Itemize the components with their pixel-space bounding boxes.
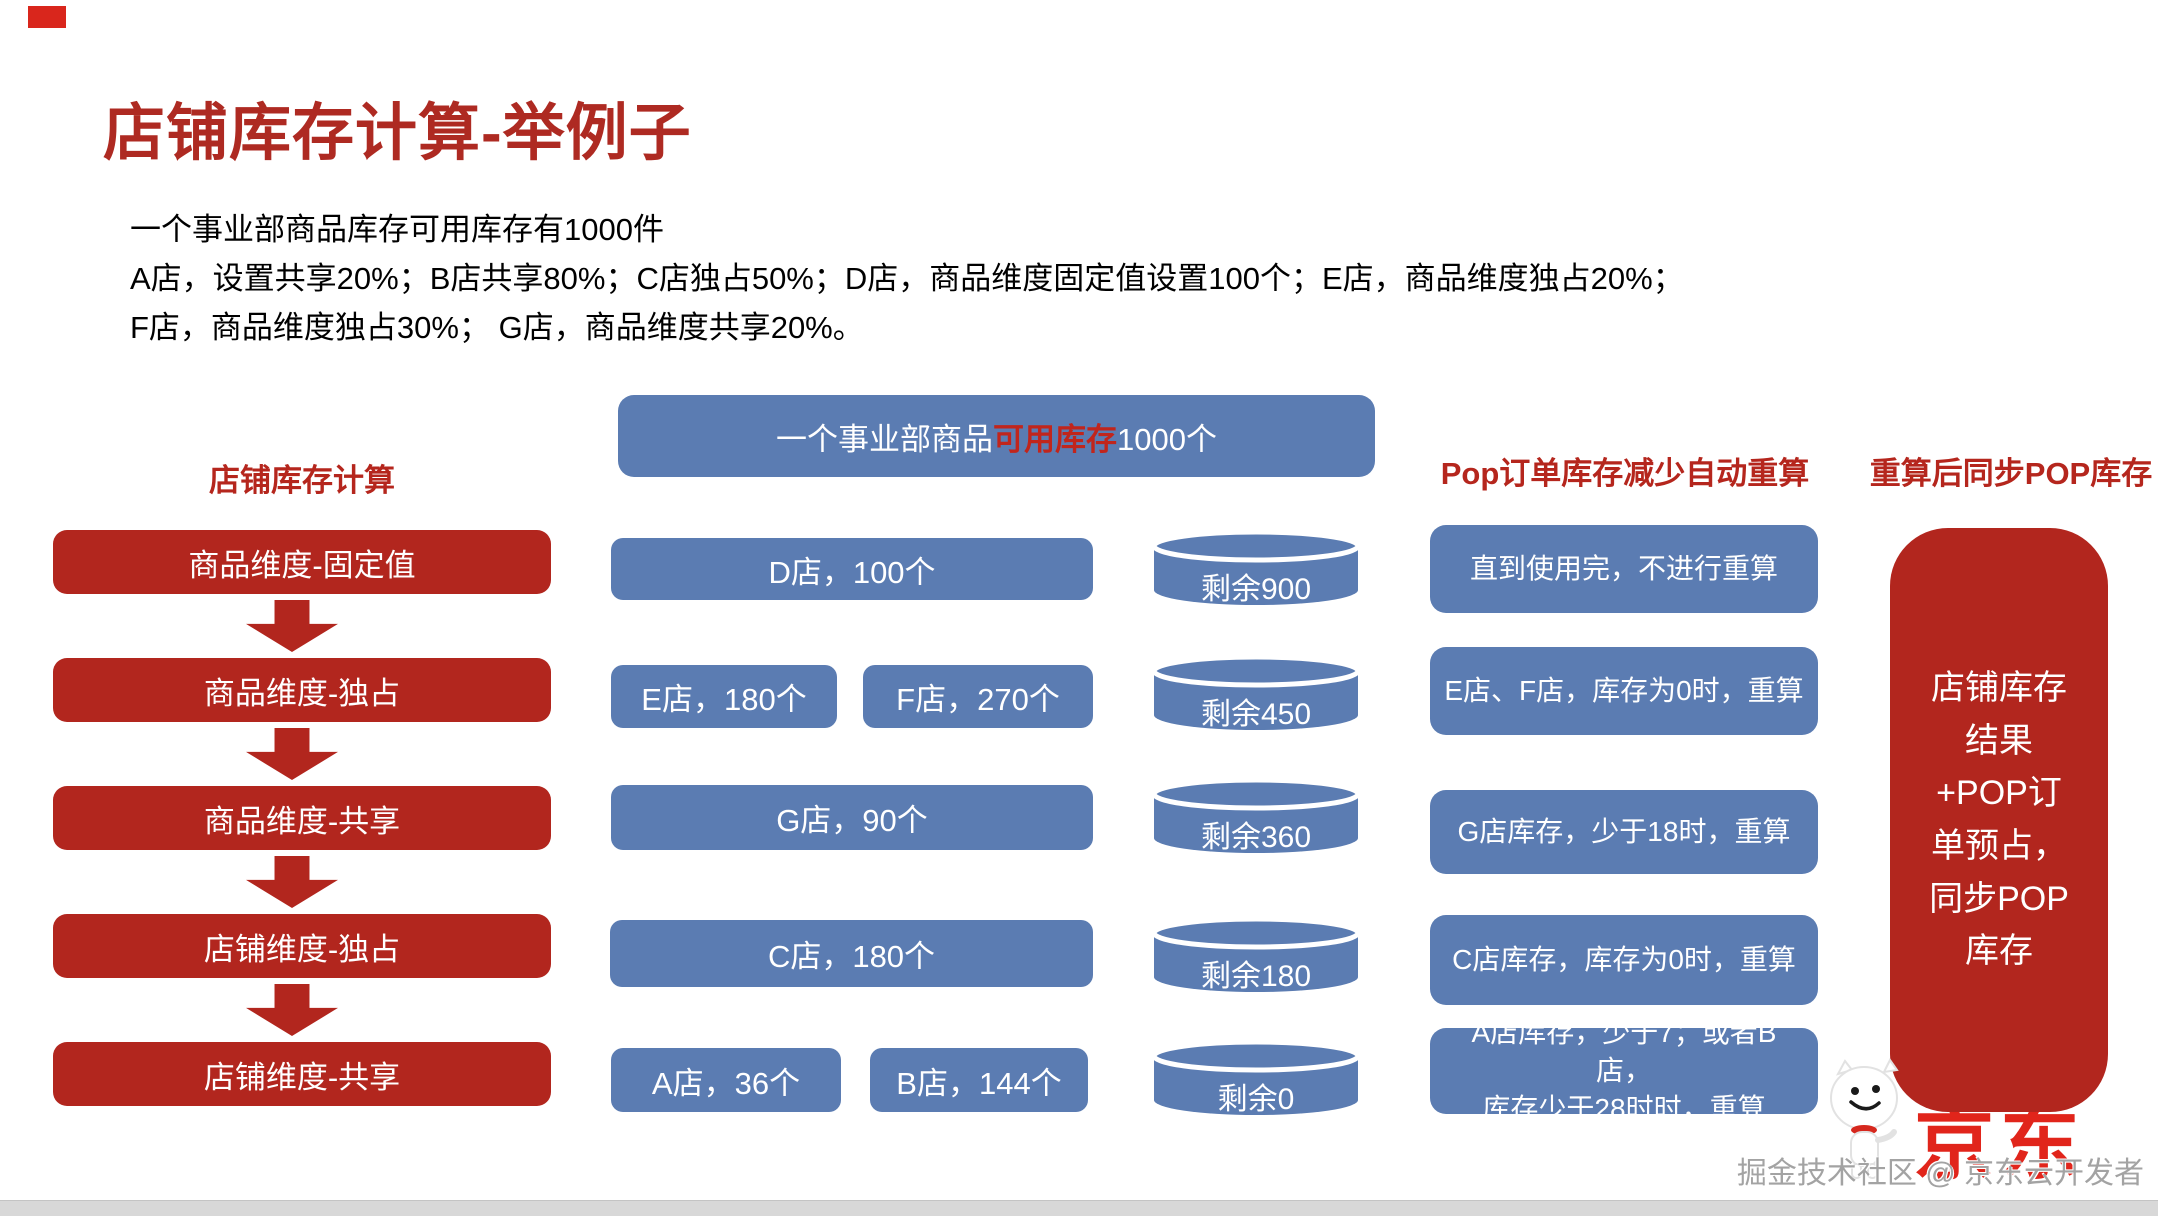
rule-box-ef: E店、F店，库存为0时，重算 <box>1430 647 1818 735</box>
column-header-sync: 重算后同步POP库存 <box>1869 456 2153 491</box>
remaining-cylinder: 剩余360 <box>1150 776 1362 856</box>
database-cylinder-icon <box>1151 916 1361 992</box>
total-stock-suffix: 1000个 <box>1117 421 1217 457</box>
store-box-a: A店，36个 <box>611 1048 841 1112</box>
arrow-down-icon <box>246 600 338 652</box>
database-cylinder-icon <box>1151 529 1361 605</box>
stage-box-fixed-value: 商品维度-固定值 <box>53 530 551 594</box>
remaining-label: 剩余900 <box>1200 573 1312 606</box>
total-stock-prefix: 一个事业部商品 <box>776 421 994 457</box>
total-stock-highlight: 可用库存 <box>993 421 1118 457</box>
remaining-label: 剩余450 <box>1200 698 1312 731</box>
stage-box-product-shared: 商品维度-共享 <box>53 786 551 850</box>
rule-box-d: 直到使用完，不进行重算 <box>1430 525 1818 613</box>
database-cylinder-icon <box>1151 777 1361 853</box>
remaining-label: 剩余180 <box>1200 960 1312 993</box>
remaining-cylinder: 剩余450 <box>1150 653 1362 733</box>
bottom-scrollbar[interactable] <box>0 1200 2158 1216</box>
store-box-f: F店，270个 <box>863 665 1093 728</box>
page-title: 店铺库存计算-举例子 <box>103 99 692 168</box>
rule-box-ab: A店库存，少于7；或者B店， 库存少于28时时，重算 <box>1430 1017 1818 1124</box>
store-box-g: G店，90个 <box>611 785 1093 850</box>
rule-box-g: G店库存，少于18时，重算 <box>1430 790 1818 874</box>
store-box-e: E店，180个 <box>611 665 837 728</box>
stage-box-product-exclusive: 商品维度-独占 <box>53 658 551 722</box>
column-header-pop: Pop订单库存减少自动重算 <box>1440 456 1810 491</box>
remaining-cylinder: 剩余0 <box>1150 1038 1362 1118</box>
database-cylinder-icon <box>1151 1039 1361 1115</box>
arrow-down-icon <box>246 984 338 1036</box>
result-box: 店铺库存 结果 +POP订 单预占， 同步POP 库存 <box>1890 528 2108 1112</box>
remaining-cylinder: 剩余900 <box>1150 528 1362 608</box>
rule-box-c: C店库存，库存为0时，重算 <box>1430 915 1818 1005</box>
jd-logo-text: 京东 <box>1914 1100 2086 1189</box>
column-header-calc: 店铺库存计算 <box>209 463 395 498</box>
corner-red-mark <box>28 6 66 28</box>
intro-paragraph: 一个事业部商品库存可用库存有1000件 A店，设置共享20%；B店共享80%；C… <box>130 212 1684 345</box>
store-box-b: B店，144个 <box>870 1048 1088 1112</box>
arrow-down-icon <box>246 728 338 780</box>
remaining-cylinder: 剩余180 <box>1150 915 1362 995</box>
stage-box-store-exclusive: 店铺维度-独占 <box>53 914 551 978</box>
jd-mascot-icon <box>1812 1052 1916 1187</box>
store-box-c: C店，180个 <box>610 920 1093 987</box>
watermark: 掘金技术社区 @ 京东云开发者 <box>1736 1157 2144 1190</box>
remaining-label: 剩余0 <box>1217 1083 1295 1116</box>
stage-box-store-shared: 店铺维度-共享 <box>53 1042 551 1106</box>
remaining-label: 剩余360 <box>1200 821 1312 854</box>
store-box-d: D店，100个 <box>611 538 1093 600</box>
arrow-down-icon <box>246 856 338 908</box>
database-cylinder-icon <box>1151 654 1361 730</box>
